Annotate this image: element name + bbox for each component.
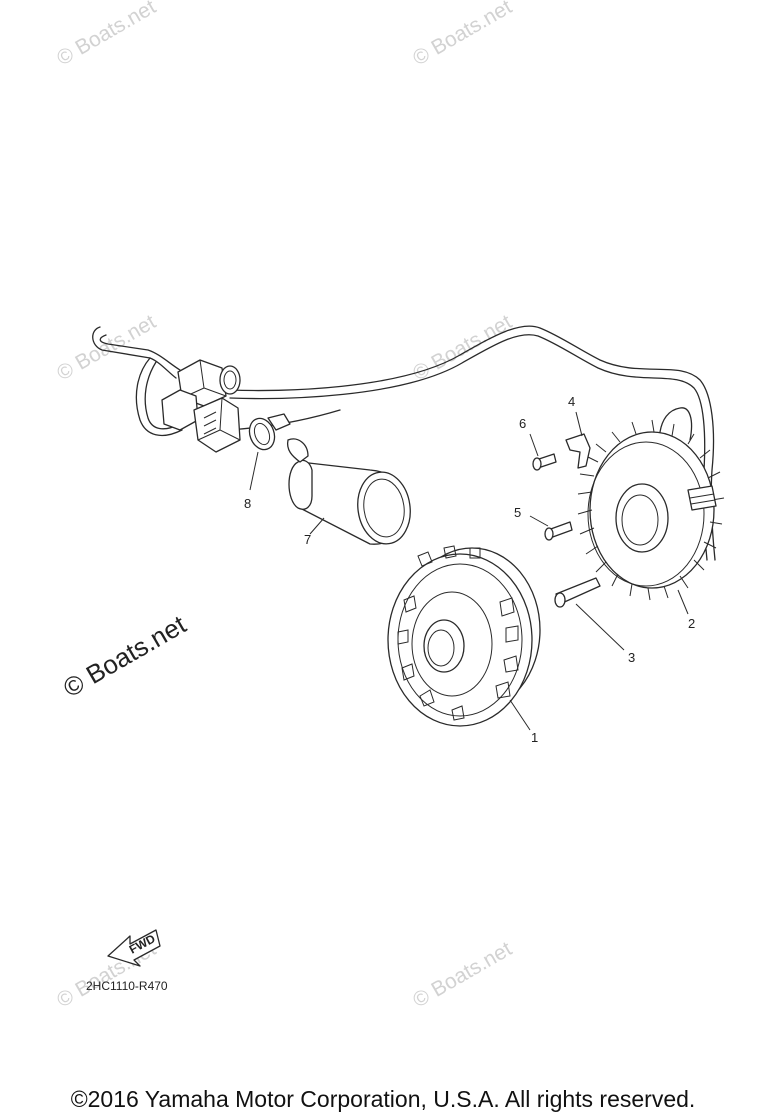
rotor-part-1 [387, 545, 541, 727]
part-code: 2HC1110-R470 [86, 979, 168, 993]
callout-2: 2 [688, 616, 695, 631]
leader-lines [249, 411, 689, 731]
callout-6: 6 [519, 416, 526, 431]
callout-3: 3 [628, 650, 635, 665]
cover-part-7 [286, 438, 411, 545]
connector-lower [161, 389, 241, 453]
stator-part-2 [577, 407, 725, 601]
watermarks: © Boats.net © Boats.net © Boats.net © Bo… [53, 0, 516, 1012]
screw-part-6 [532, 453, 557, 471]
watermark: © Boats.net [53, 0, 160, 70]
callout-8: 8 [244, 496, 251, 511]
watermark: © Boats.net [409, 310, 516, 385]
copyright-notice: ©2016 Yamaha Motor Corporation, U.S.A. A… [70, 1086, 696, 1112]
callout-7: 7 [304, 532, 311, 547]
watermark: © Boats.net [409, 937, 516, 1012]
boats-net-logo-text: © Boats.net [58, 609, 192, 703]
band-part-8 [248, 413, 291, 451]
callout-5: 5 [514, 505, 521, 520]
watermark: © Boats.net [53, 310, 160, 385]
screw-part-5 [544, 521, 573, 541]
clamp-part-4 [565, 433, 591, 469]
callouts: 1 2 3 4 5 6 7 8 [244, 394, 695, 745]
callout-4: 4 [568, 394, 575, 409]
bolt-part-3 [554, 577, 601, 608]
callout-1: 1 [531, 730, 538, 745]
watermark: © Boats.net [409, 0, 516, 70]
